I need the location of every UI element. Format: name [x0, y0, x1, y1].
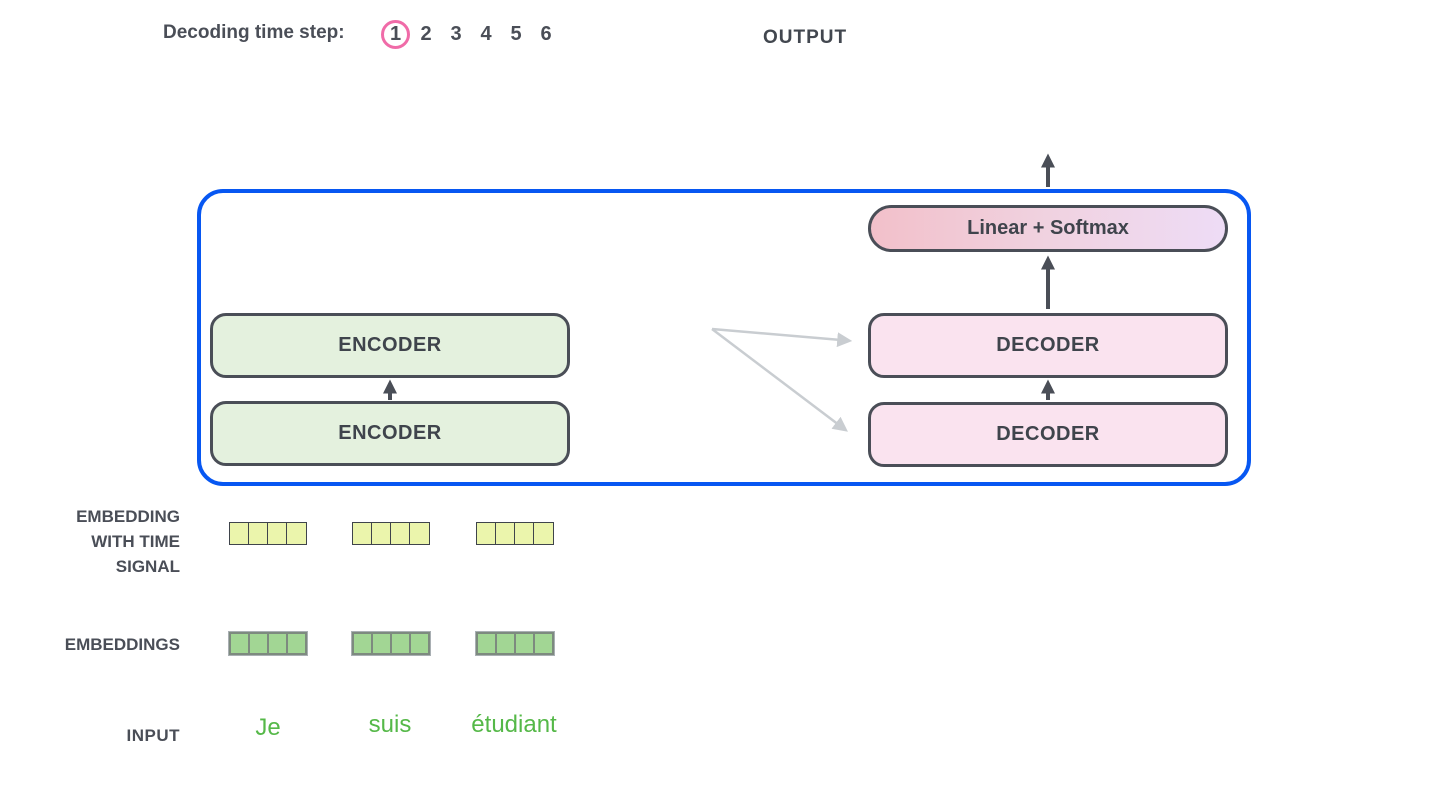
linear-softmax-box: Linear + Softmax: [868, 205, 1228, 252]
vector-cell: [533, 632, 554, 655]
input-label: INPUT: [126, 726, 180, 745]
decoder-box-bottom: DECODER: [868, 402, 1228, 467]
time-step-5[interactable]: 5: [510, 23, 522, 45]
input-word-etudiant: étudiant: [471, 711, 557, 738]
time-signal-vector-3: [476, 522, 555, 545]
vector-cell: [286, 632, 307, 655]
vector-cell: [371, 632, 392, 655]
vector-cell: [248, 632, 269, 655]
vector-cell: [371, 522, 392, 545]
encoder-box-bottom: ENCODER: [210, 401, 570, 466]
vector-cell: [409, 632, 430, 655]
decoder-box-top: DECODER: [868, 313, 1228, 378]
embeddings-label: EMBEDDINGS: [64, 635, 180, 654]
output-label: OUTPUT: [763, 27, 848, 48]
time-signal-vector-1: [229, 522, 308, 545]
vector-cell: [229, 522, 250, 545]
vector-cell: [286, 522, 308, 545]
time-step-4[interactable]: 4: [480, 23, 492, 45]
input-word-je: Je: [255, 714, 281, 741]
vector-cell: [514, 632, 535, 655]
vector-cell: [267, 522, 288, 545]
vector-cell: [267, 632, 288, 655]
embedding-with-time-signal-label: EMBEDDING WITH TIME SIGNAL: [76, 507, 180, 576]
vector-cell: [533, 522, 555, 545]
time-step-3[interactable]: 3: [450, 23, 462, 45]
time-step-1-active[interactable]: 1: [381, 20, 410, 49]
time-step-6[interactable]: 6: [540, 23, 552, 45]
vector-cell: [248, 522, 269, 545]
vector-cell: [476, 632, 497, 655]
embedding-vector-3: [475, 631, 555, 656]
vector-cell: [229, 632, 250, 655]
embedding-vector-1: [228, 631, 308, 656]
encoder-box-top: ENCODER: [210, 313, 570, 378]
time-step-selector: 1 2 3 4 5 6: [381, 19, 561, 50]
vector-cell: [495, 522, 516, 545]
time-signal-vector-2: [352, 522, 431, 545]
vector-cell: [514, 522, 535, 545]
time-step-2[interactable]: 2: [420, 23, 432, 45]
vector-cell: [390, 632, 411, 655]
vector-cell: [409, 522, 431, 545]
vector-cell: [390, 522, 411, 545]
vector-cell: [352, 632, 373, 655]
vector-cell: [352, 522, 373, 545]
vector-cell: [476, 522, 497, 545]
vector-cell: [495, 632, 516, 655]
embedding-vector-2: [351, 631, 431, 656]
input-word-suis: suis: [368, 711, 412, 738]
decoding-time-step-label: Decoding time step:: [163, 22, 345, 43]
